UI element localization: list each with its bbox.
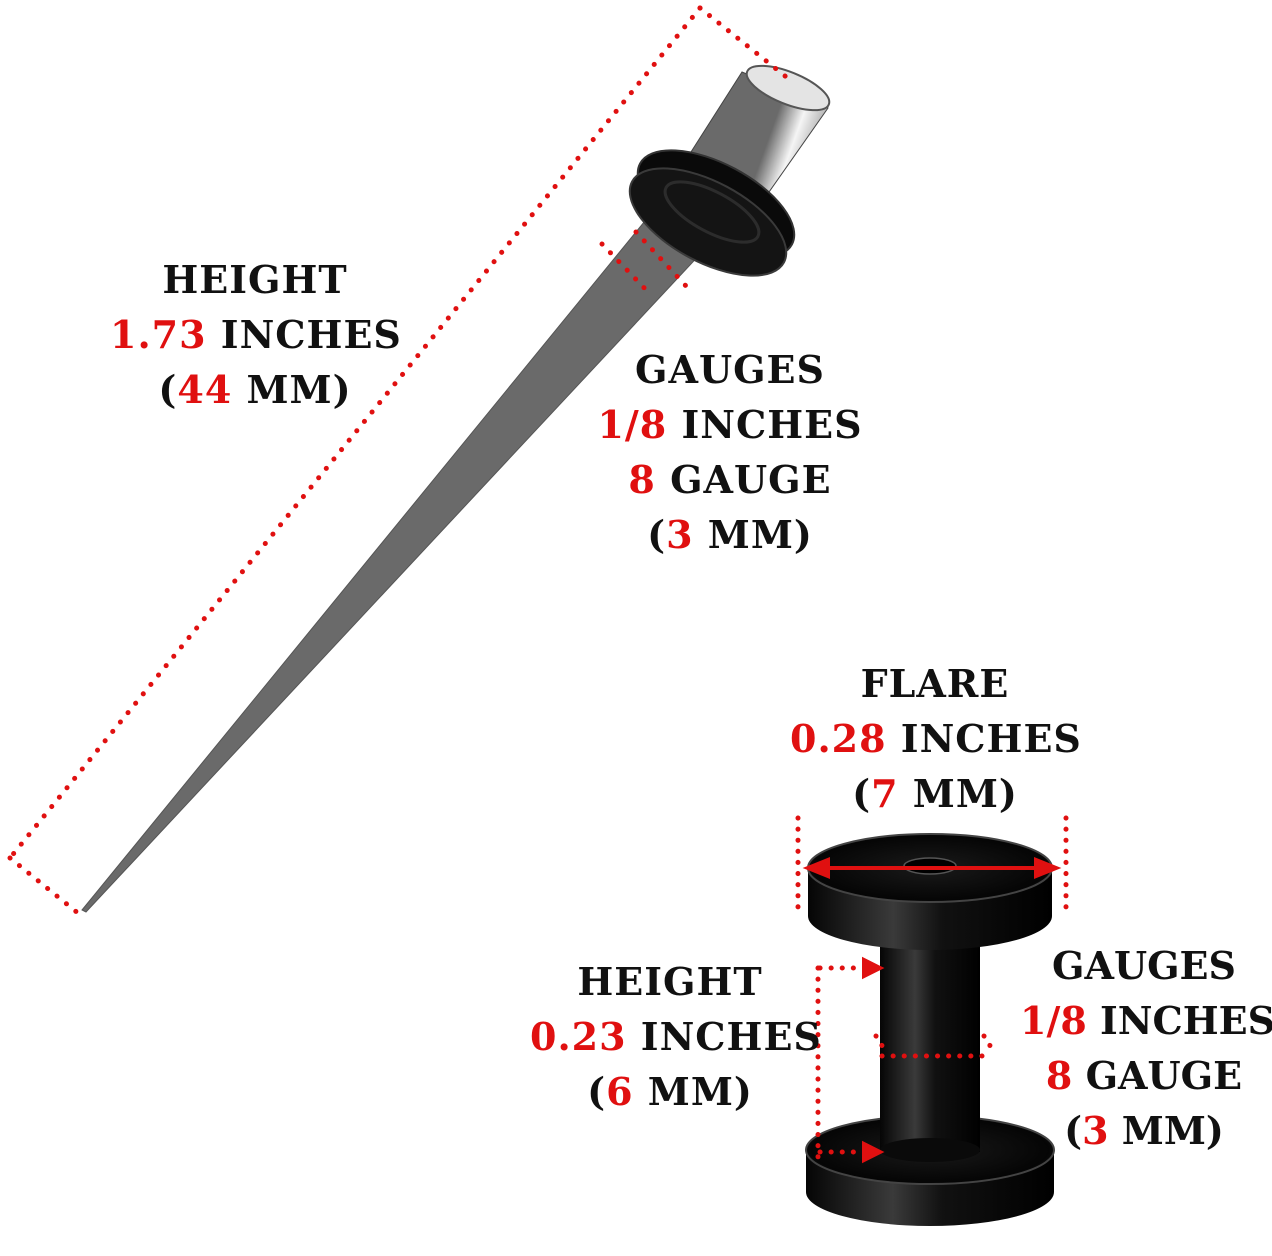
tunnel-height-heading: HEIGHT (577, 959, 763, 1004)
tunnel-gauges-inches: 1/8 INCHES (1020, 998, 1272, 1043)
taper-gauges-mm: (3 MM) (647, 512, 813, 557)
taper-illustration (7, 5, 831, 921)
tunnel-arrows (802, 857, 1062, 1164)
tunnel-height-label: HEIGHT 0.23 INCHES (6 MM) (530, 954, 822, 1119)
taper-gauges-label: GAUGES 1/8 INCHES 8 GAUGE (3 MM) (590, 342, 870, 562)
taper-end-cap (745, 64, 831, 112)
tunnel-flare-mm: (7 MM) (852, 771, 1018, 816)
taper-gauges-gauge: 8 GAUGE (628, 457, 832, 502)
tunnel-gauges-label: GAUGES 1/8 INCHES 8 GAUGE (3 MM) (1020, 938, 1272, 1158)
tunnel-bottom-flare (805, 1115, 1055, 1226)
tunnel-flare-heading: FLARE (860, 661, 1010, 706)
taper-gauges-heading: GAUGES (635, 347, 825, 392)
tunnel-height-mm: (6 MM) (587, 1069, 753, 1114)
taper-dimension-lines (7, 5, 793, 921)
taper-height-heading: HEIGHT (162, 257, 348, 302)
tunnel-top-flare (807, 833, 1053, 950)
taper-height-label: HEIGHT 1.73 INCHES (44 MM) (110, 252, 402, 417)
tunnel-gauges-gauge: 8 GAUGE (1045, 1053, 1243, 1098)
tunnel-dimension-lines (795, 815, 1069, 1161)
taper-gauges-inches: 1/8 INCHES (597, 402, 863, 447)
tunnel-height-inches: 0.23 INCHES (530, 1014, 822, 1059)
taper-o-rings (628, 149, 796, 277)
taper-height-inches: 1.73 INCHES (110, 312, 402, 357)
tunnel-gauges-mm: (3 MM) (1064, 1108, 1224, 1153)
tunnel-illustration (795, 815, 1069, 1226)
tunnel-tube (880, 930, 980, 1152)
tunnel-gauges-heading: GAUGES (1052, 943, 1236, 988)
tunnel-flare-label: FLARE 0.28 INCHES (7 MM) (790, 656, 1082, 821)
tunnel-flare-inches: 0.28 INCHES (790, 716, 1082, 761)
taper-height-mm: (44 MM) (158, 367, 352, 412)
